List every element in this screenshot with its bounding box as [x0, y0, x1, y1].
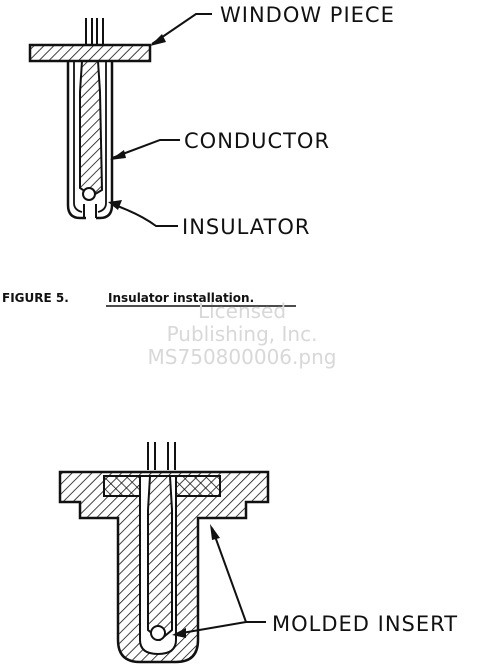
arrowhead-insulator — [108, 200, 122, 210]
leader-insulator — [111, 203, 178, 227]
watermark-line1: Licensed — [198, 299, 286, 323]
top-wires — [85, 18, 104, 46]
watermark-line2: Publishing, Inc. — [167, 322, 318, 346]
arrowhead-window-piece — [150, 34, 166, 46]
window-piece-flange — [28, 43, 152, 63]
figure5-number: FIGURE 5. — [2, 291, 69, 305]
conductor-body — [79, 60, 104, 198]
bottom-wires — [147, 442, 176, 470]
sleeve-end — [83, 204, 97, 218]
insulator-ball — [82, 187, 96, 201]
label-window-piece: WINDOW PIECE — [220, 3, 395, 27]
leader-molded-insert-a — [211, 527, 266, 623]
label-insulator: INSULATOR — [182, 215, 310, 239]
figure5-drawing — [28, 18, 152, 220]
leader-molded-insert-b — [175, 621, 247, 635]
bottom-figure-drawing — [58, 442, 270, 664]
figure5-caption: Insulator installation. — [108, 291, 254, 305]
sleeve-inner — [73, 61, 107, 213]
bottom-conductor — [147, 475, 173, 642]
arrowhead-molded-insert-a — [210, 524, 220, 540]
figure5-leaders — [108, 13, 212, 227]
bottom-leaders — [172, 524, 266, 638]
watermark-line3: MS750800006.png — [148, 345, 337, 369]
leader-conductor — [111, 139, 180, 159]
bottom-insulator-ball — [150, 625, 166, 641]
label-conductor: CONDUCTOR — [184, 129, 330, 153]
leader-window-piece — [151, 13, 212, 45]
arrowhead-conductor — [110, 150, 126, 160]
label-molded-insert: MOLDED INSERT — [272, 612, 458, 636]
watermark: Licensed Publishing, Inc. MS750800006.pn… — [148, 299, 337, 369]
arrowhead-molded-insert-b — [172, 628, 186, 638]
